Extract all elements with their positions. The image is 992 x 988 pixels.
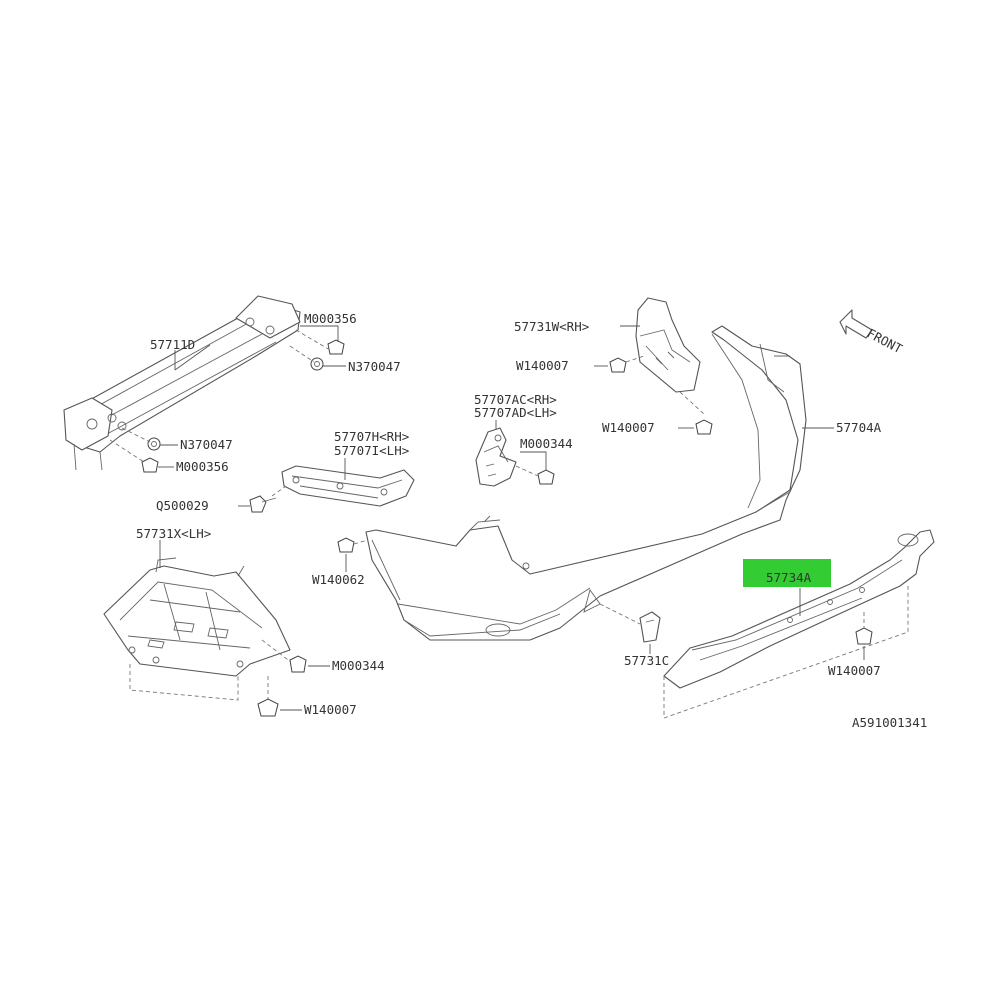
label-n370047-top: N370047	[348, 359, 401, 374]
fastener-w140007-b[interactable]	[695, 419, 713, 435]
rear-bumper-face-57704A[interactable]	[365, 325, 807, 641]
label-57731W: 57731W<RH>	[514, 319, 589, 334]
clip-57731C[interactable]	[639, 611, 661, 643]
label-m000356-top: M000356	[304, 311, 357, 326]
label-n370047-mid: N370047	[180, 437, 233, 452]
fastener-w140007-right[interactable]	[855, 627, 873, 645]
label-57731X: 57731X<LH>	[136, 526, 211, 541]
fastener-m000344-low[interactable]	[289, 655, 307, 673]
label-w140007-right: W140007	[828, 663, 881, 678]
fastener-w140007-low[interactable]	[257, 698, 279, 717]
label-57711D: 57711D	[150, 337, 195, 352]
diagram-id: A591001341	[852, 715, 927, 730]
label-57707AC: 57707AC<RH>	[474, 392, 557, 407]
front-arrow-icon	[839, 309, 873, 339]
label-57707AD: 57707AD<LH>	[474, 405, 557, 420]
label-front: FRONT	[865, 325, 906, 356]
label-q500029: Q500029	[156, 498, 209, 513]
fastener-m000344-mid[interactable]	[537, 469, 555, 485]
fastener-w140007-a[interactable]	[609, 357, 627, 373]
label-w140007-a: W140007	[516, 358, 569, 373]
side-bracket-57707H-57707I[interactable]	[281, 465, 415, 507]
label-m000356-low: M000356	[176, 459, 229, 474]
fastener-m000356-low[interactable]	[141, 457, 159, 473]
fastener-n370047-mid[interactable]	[147, 437, 161, 451]
highlight-box-57734A[interactable]	[743, 559, 831, 587]
clip-w140062[interactable]	[337, 537, 355, 553]
label-57707I: 57707I<LH>	[334, 443, 409, 458]
fastener-q500029[interactable]	[249, 495, 277, 513]
fastener-m000356-top[interactable]	[327, 339, 345, 355]
bracket-57707AC-57707AD[interactable]	[475, 427, 517, 487]
label-w140007-b: W140007	[602, 420, 655, 435]
rear-garnish-57734A[interactable]	[663, 529, 935, 689]
label-57704A: 57704A	[836, 420, 882, 435]
label-w140062: W140062	[312, 572, 365, 587]
label-57734A: 57734A	[766, 570, 812, 585]
label-m000344-low: M000344	[332, 658, 385, 673]
bracket-57731W[interactable]	[635, 297, 701, 393]
bumper-reinforcement-57711D[interactable]	[63, 295, 301, 471]
label-57731C: 57731C	[624, 653, 669, 668]
label-57707H: 57707H<RH>	[334, 429, 409, 444]
label-w140007-low: W140007	[304, 702, 357, 717]
under-cover-57731X[interactable]	[103, 557, 291, 677]
fastener-n370047-top[interactable]	[310, 357, 324, 371]
label-m000344-mid: M000344	[520, 436, 573, 451]
